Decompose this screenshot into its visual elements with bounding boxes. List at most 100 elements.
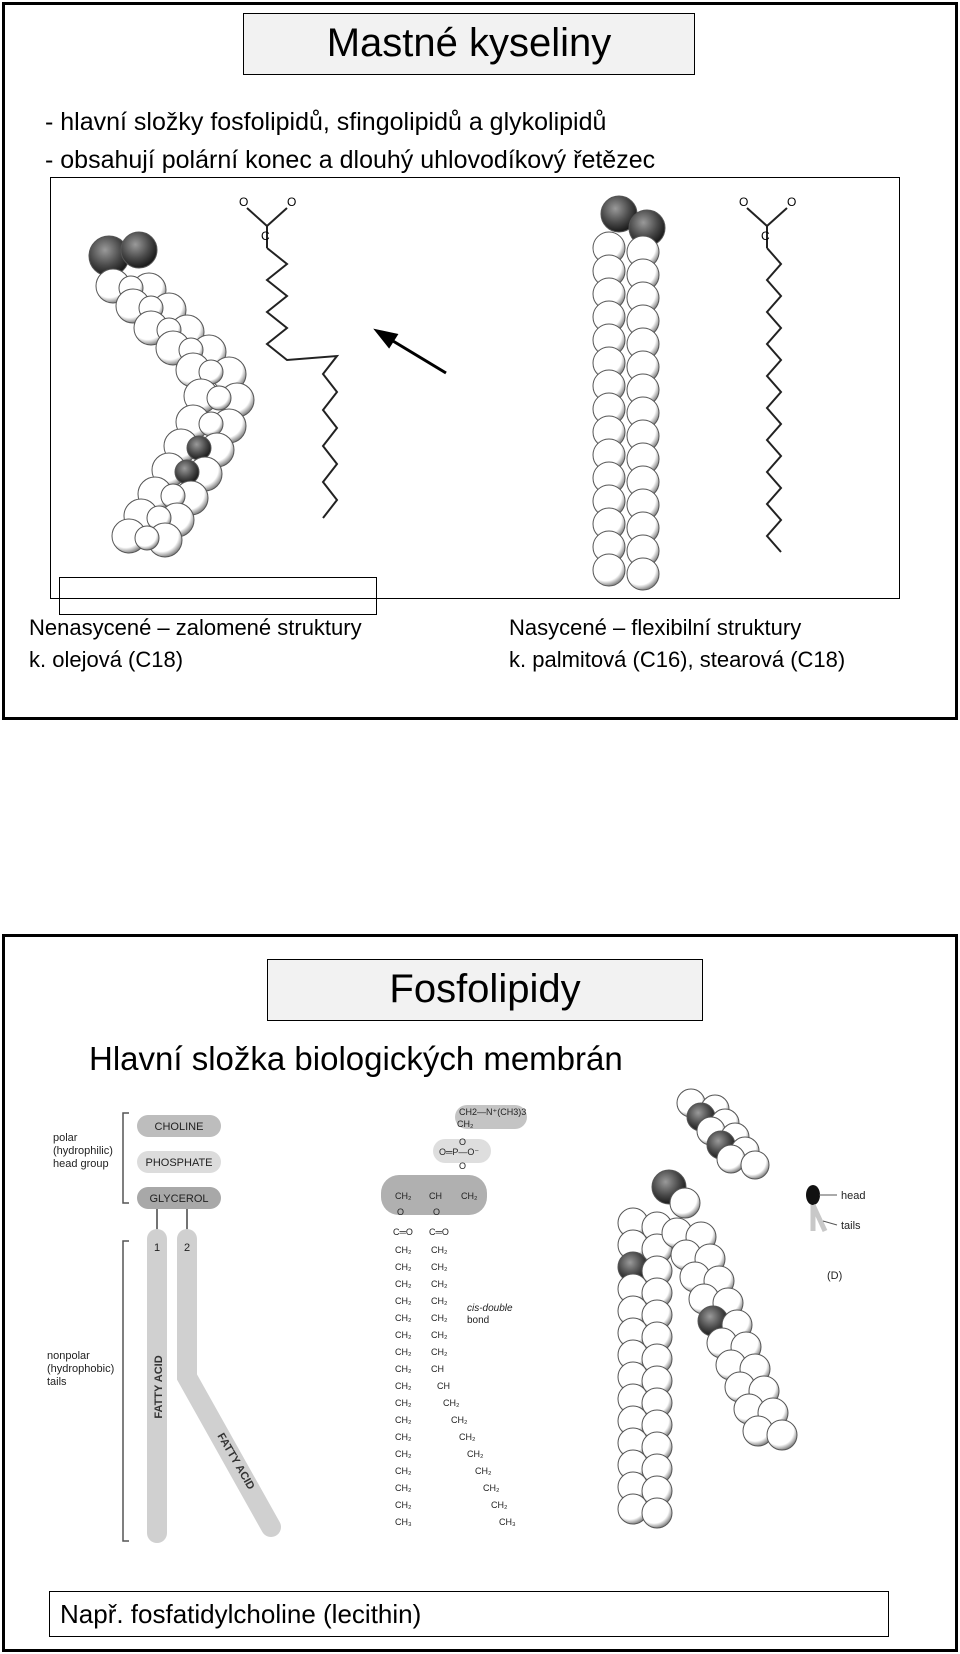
- example-label: Např. fosfatidylcholine (lecithin): [49, 1591, 889, 1637]
- cis-label-2: bond: [467, 1315, 489, 1326]
- slide-fatty-acids: Mastné kyseliny - hlavní složky fosfolip…: [2, 2, 958, 720]
- oleic-o-left: O: [239, 195, 248, 209]
- choline-pill: [137, 1115, 221, 1137]
- formula-atom: CH₂: [431, 1279, 448, 1289]
- tail-number-2: 2: [184, 1242, 190, 1254]
- formula-atom: C═O: [429, 1227, 449, 1237]
- phospholipid-space-filling-model: [605, 1083, 845, 1553]
- fatty-acid-label-1: FATTY ACID: [153, 1355, 165, 1418]
- saturated-caption-line-2: k. palmitová (C16), stearová (C18): [509, 647, 846, 672]
- atom-hydrogen: [740, 1150, 770, 1180]
- oleic-c: C: [261, 229, 270, 243]
- unsaturated-caption-line-1: Nenasycené – zalomené struktury: [29, 615, 362, 640]
- cis-label-1: cis-double: [467, 1303, 513, 1314]
- formula-atom: CH₃: [395, 1517, 412, 1527]
- nonpolar-bracket: [122, 1240, 129, 1542]
- formula-atom: CH₂: [475, 1466, 492, 1476]
- atom-hydrogen: [669, 1187, 701, 1219]
- formula-atom: O═P—O⁻: [439, 1147, 479, 1157]
- fatty-acid-models-svg: O O C O O C: [88, 195, 796, 591]
- palmitic-space-filling-model: [592, 195, 666, 591]
- formula-atom: CH: [437, 1381, 450, 1391]
- bullet-line-2: - obsahují polární konec a dlouhý uhlovo…: [45, 146, 656, 174]
- palmitic-o-right: O: [787, 195, 796, 209]
- palmitic-skeletal-formula: [746, 207, 788, 553]
- atom-dark: [120, 231, 158, 269]
- formula-atom: CH₃: [499, 1517, 516, 1527]
- saturated-caption-line-1: Nasycené – flexibilní struktury: [509, 615, 802, 640]
- formula-atom: CH₂: [395, 1330, 412, 1340]
- glycerol-pill: [137, 1187, 221, 1209]
- panel-d-label: (D): [827, 1270, 842, 1282]
- polar-label-2: (hydrophilic): [53, 1145, 113, 1157]
- formula-atom: CH₂: [443, 1398, 460, 1408]
- bullet-line-1: - hlavní složky fosfolipidů, sfingolipid…: [45, 108, 607, 136]
- atom-hydrogen: [592, 553, 626, 587]
- nonpolar-label-1: nonpolar: [47, 1350, 90, 1362]
- formula-atom: C═O: [393, 1227, 413, 1237]
- atom-hydrogen: [641, 1497, 673, 1529]
- formula-atom: CH₂: [395, 1449, 412, 1459]
- formula-atom: CH₂: [395, 1398, 412, 1408]
- atom-dark: [174, 459, 200, 485]
- formula-atom: CH₂: [467, 1449, 484, 1459]
- slide-title: Fosfolipidy: [267, 959, 703, 1021]
- palmitic-o-left: O: [739, 195, 748, 209]
- fatty-acid-figure: O O C O O C: [50, 177, 900, 599]
- formula-atom: CH₂: [395, 1279, 412, 1289]
- caption-overlay-box: [59, 577, 377, 615]
- atom-hydrogen: [716, 1144, 746, 1174]
- formula-atom: CH₂: [431, 1245, 448, 1255]
- tails-label: tails: [841, 1220, 861, 1232]
- formula-atom: CH₂: [395, 1381, 412, 1391]
- nonpolar-label-2: (hydrophobic): [47, 1363, 114, 1375]
- glycerol-highlight: [381, 1175, 487, 1215]
- choline-label: CHOLINE: [155, 1121, 204, 1133]
- formula-atom: CH₂: [461, 1191, 478, 1201]
- formula-atom: CH₂: [395, 1500, 412, 1510]
- choline-highlight: [455, 1105, 527, 1129]
- formula-atom: CH₂: [395, 1432, 412, 1442]
- atom-hydrogen: [206, 385, 232, 411]
- palmitic-c: C: [761, 229, 770, 243]
- formula-atom: CH₂: [395, 1262, 412, 1272]
- tail-number-1: 1: [154, 1242, 160, 1254]
- slide-phospholipids: Fosfolipidy Hlavní složka biologických m…: [2, 934, 958, 1652]
- atom-hydrogen: [766, 1419, 798, 1451]
- polar-label-3: head group: [53, 1158, 109, 1170]
- formula-atom: CH₂: [431, 1330, 448, 1340]
- phosphate-highlight: [433, 1139, 491, 1163]
- unsaturated-caption-line-2: k. olejová (C18): [29, 647, 184, 672]
- glycerol-label: GLYCEROL: [149, 1193, 208, 1205]
- formula-atom: O: [397, 1207, 404, 1217]
- formula-atom: CH₂: [395, 1296, 412, 1306]
- slide-subtitle: Hlavní složka biologických membrán: [89, 1040, 623, 1077]
- formula-atom: CH₂: [395, 1483, 412, 1493]
- head-tails-icon: head tails (D): [801, 1181, 911, 1301]
- formula-atom: CH₂: [395, 1466, 412, 1476]
- formula-atom: CH₂: [431, 1347, 448, 1357]
- formula-atom: CH₂: [395, 1364, 412, 1374]
- formula-atom: CH₂: [431, 1262, 448, 1272]
- atom-hydrogen: [198, 411, 224, 437]
- phosphate-pill: [137, 1151, 221, 1173]
- head-label: head: [841, 1190, 865, 1202]
- phospholipid-scheme: polar (hydrophilic) head group nonpolar …: [41, 1107, 341, 1547]
- polar-bracket: [122, 1112, 129, 1204]
- atom-hydrogen: [134, 525, 160, 551]
- formula-atom: CH: [429, 1191, 442, 1201]
- formula-atom: O: [433, 1207, 440, 1217]
- formula-atom: CH₂: [457, 1119, 474, 1129]
- oleic-space-filling-model: [88, 231, 255, 558]
- formula-atom: CH₂: [491, 1500, 508, 1510]
- oleic-skeletal-formula: [246, 207, 340, 519]
- formula-atom: O: [459, 1161, 466, 1171]
- formula-atom: CH₂: [431, 1296, 448, 1306]
- formula-atom: CH₂: [395, 1347, 412, 1357]
- double-bond-arrow: [373, 328, 447, 375]
- formula-atom: CH₂: [459, 1432, 476, 1442]
- nonpolar-label-3: tails: [47, 1376, 67, 1388]
- atom-hydrogen: [626, 557, 660, 591]
- polar-label-1: polar: [53, 1132, 78, 1144]
